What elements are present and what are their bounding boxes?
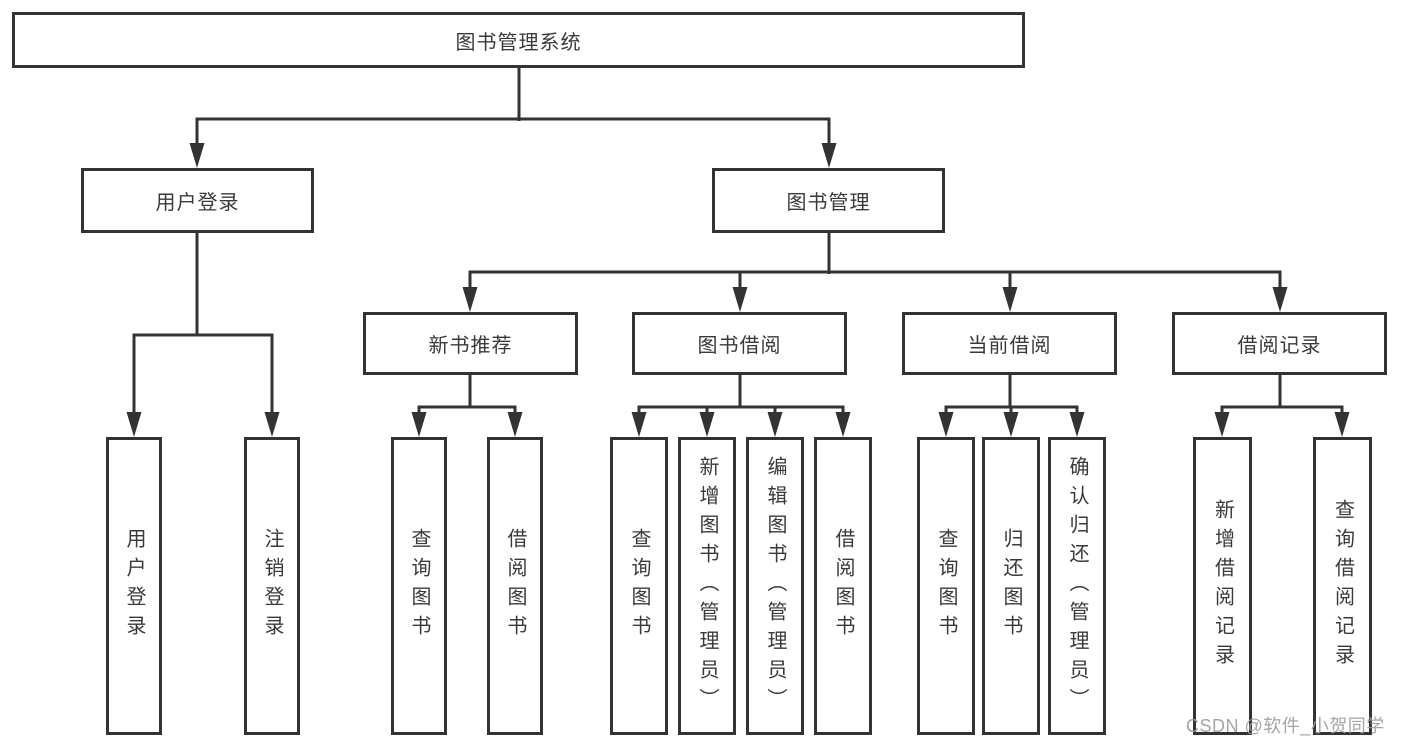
leaf-confirm-return-admin-label: 确认归还（管理员）: [1066, 455, 1088, 717]
leaf-borrow-books-label: 借阅图书: [832, 528, 854, 644]
leaf-add-borrow-record: 新增借阅记录: [1193, 437, 1252, 735]
node-root-label: 图书管理系统: [455, 31, 582, 54]
leaf-borrow-books-recommend-label: 借阅图书: [504, 528, 526, 644]
node-book-borrow: 图书借阅: [632, 312, 847, 375]
leaf-return-book-label: 归还图书: [1000, 528, 1022, 644]
leaf-query-books-recommend: 查询图书: [391, 437, 447, 735]
leaf-confirm-return-admin: 确认归还（管理员）: [1048, 437, 1106, 735]
leaf-borrow-books: 借阅图书: [814, 437, 872, 735]
leaf-query-borrow-record-label: 查询借阅记录: [1331, 499, 1354, 673]
node-current-borrow-label: 当前借阅: [967, 335, 1052, 357]
leaf-add-borrow-record-label: 新增借阅记录: [1211, 499, 1234, 673]
leaf-logout: 注销登录: [244, 437, 300, 735]
node-borrow-records-label: 借阅记录: [1237, 335, 1322, 357]
node-new-book-recommend-label: 新书推荐: [428, 335, 513, 357]
leaf-edit-book-admin: 编辑图书（管理员）: [746, 437, 804, 735]
leaf-query-books-recommend-label: 查询图书: [408, 528, 430, 644]
node-book-management: 图书管理: [712, 168, 945, 233]
leaf-user-login-label: 用户登录: [123, 528, 145, 644]
leaf-borrow-books-recommend: 借阅图书: [487, 437, 543, 735]
leaf-add-book-admin-label: 新增图书（管理员）: [696, 455, 718, 717]
leaf-query-books-current: 查询图书: [917, 437, 975, 735]
leaf-query-books-borrow-label: 查询图书: [628, 528, 650, 644]
node-user-login-label: 用户登录: [155, 192, 240, 214]
node-borrow-records: 借阅记录: [1172, 312, 1387, 375]
node-user-login: 用户登录: [81, 168, 314, 233]
node-current-borrow: 当前借阅: [902, 312, 1117, 375]
leaf-edit-book-admin-label: 编辑图书（管理员）: [764, 455, 786, 717]
node-root: 图书管理系统: [12, 12, 1025, 68]
node-new-book-recommend: 新书推荐: [363, 312, 578, 375]
csdn-watermark: CSDN @软件_小贺同学: [1186, 716, 1385, 736]
leaf-query-borrow-record: 查询借阅记录: [1313, 437, 1372, 735]
leaf-user-login: 用户登录: [106, 437, 162, 735]
leaf-add-book-admin: 新增图书（管理员）: [678, 437, 736, 735]
leaf-query-books-current-label: 查询图书: [935, 528, 957, 644]
leaf-return-book: 归还图书: [982, 437, 1040, 735]
leaf-query-books-borrow: 查询图书: [610, 437, 668, 735]
node-book-management-label: 图书管理: [786, 192, 871, 214]
leaf-logout-label: 注销登录: [261, 528, 283, 644]
node-book-borrow-label: 图书借阅: [697, 335, 782, 357]
